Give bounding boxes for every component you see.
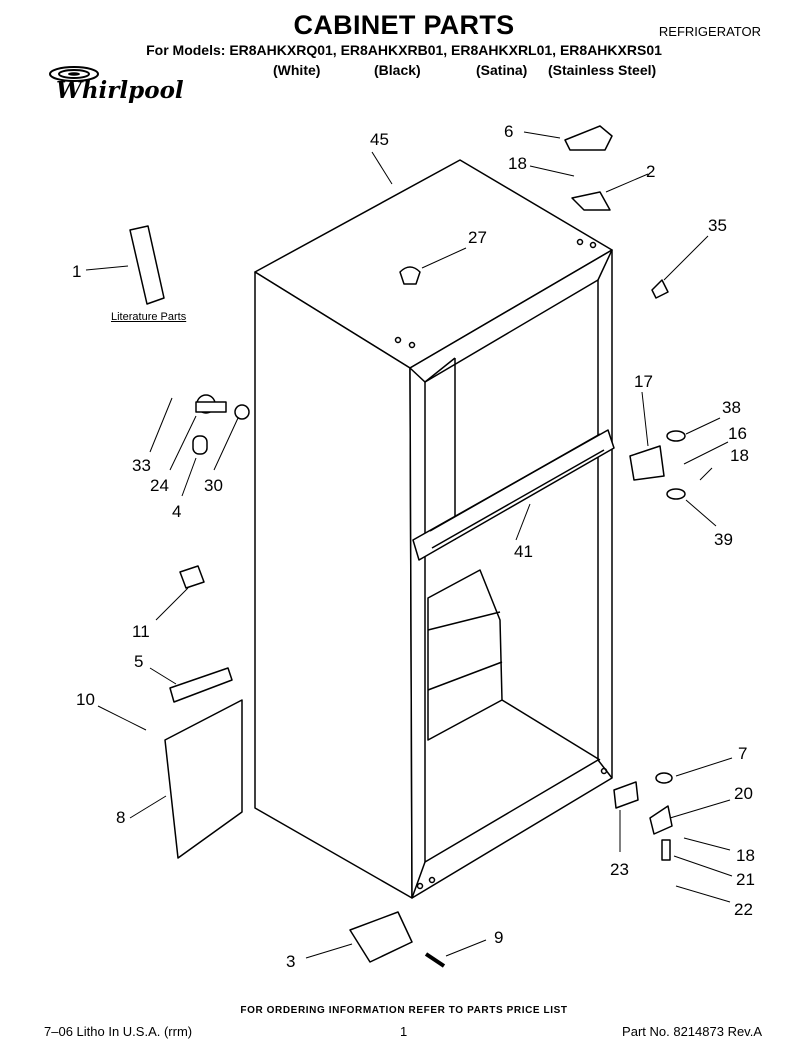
callout-6: 6 (504, 122, 514, 141)
literature-booklet (129, 225, 165, 305)
lower-hinge-parts (613, 772, 673, 861)
callout-22: 22 (734, 900, 753, 919)
handle-mount-parts (192, 394, 250, 455)
callout-5: 5 (134, 652, 144, 671)
callout-18-bottom: 18 (736, 846, 755, 865)
page-title: CABINET PARTS (293, 10, 515, 40)
models-line: For Models: ER8AHKXRQ01, ER8AHKXRB01, ER… (146, 42, 662, 58)
callout-30: 30 (204, 476, 223, 495)
whirlpool-logo: Whirlpool (49, 66, 184, 104)
callout-41: 41 (514, 542, 533, 561)
callout-10: 10 (76, 690, 95, 709)
litho-info: 7–06 Litho In U.S.A. (rrm) (44, 1024, 193, 1039)
callout-18-mid: 18 (730, 446, 749, 465)
hinge-pin-cap-part (651, 279, 669, 299)
callout-45: 45 (370, 130, 389, 149)
wire-clip-part (179, 565, 205, 589)
callout-18-top: 18 (508, 154, 527, 173)
cabinet-shell (254, 159, 613, 899)
callout-2: 2 (646, 162, 656, 181)
leader-lines (85, 131, 733, 959)
ordering-note: FOR ORDERING INFORMATION REFER TO PARTS … (240, 1005, 568, 1016)
spacer-bar-part (169, 667, 233, 703)
hinge-cover-part (564, 125, 613, 151)
part-number: Part No. 8214873 Rev.A (622, 1024, 762, 1039)
appliance-category: REFRIGERATOR (658, 24, 761, 39)
callout-38: 38 (722, 398, 741, 417)
roller-assembly-part (349, 911, 413, 963)
callout-17: 17 (634, 372, 653, 391)
callout-7: 7 (738, 744, 748, 763)
literature-parts-label: Literature Parts (111, 311, 187, 323)
top-hinge-part (571, 191, 611, 211)
callout-20: 20 (734, 784, 753, 803)
callout-27: 27 (468, 228, 487, 247)
variant-satina: (Satina) (476, 62, 528, 78)
callout-35: 35 (708, 216, 727, 235)
callout-11: 11 (132, 622, 150, 641)
variant-stainless: (Stainless Steel) (548, 62, 657, 78)
rear-access-panel (164, 699, 243, 859)
callout-23: 23 (610, 860, 629, 879)
mullion-bar (412, 429, 615, 561)
svg-text:Whirlpool: Whirlpool (56, 77, 184, 104)
callout-21: 21 (736, 870, 755, 889)
callout-8: 8 (116, 808, 126, 827)
callout-1: 1 (72, 262, 82, 281)
callout-33: 33 (132, 456, 151, 475)
callout-24: 24 (150, 476, 169, 495)
variant-white: (White) (273, 62, 321, 78)
callout-39: 39 (714, 530, 733, 549)
callout-3: 3 (286, 952, 296, 971)
callout-4: 4 (172, 502, 182, 521)
center-hinge-parts (629, 430, 686, 500)
page-number: 1 (400, 1024, 408, 1039)
variant-black: (Black) (374, 62, 421, 78)
callout-9: 9 (494, 928, 504, 947)
plug-button-part (399, 266, 421, 285)
leveling-screw-part (424, 952, 446, 968)
callout-16: 16 (728, 424, 747, 443)
